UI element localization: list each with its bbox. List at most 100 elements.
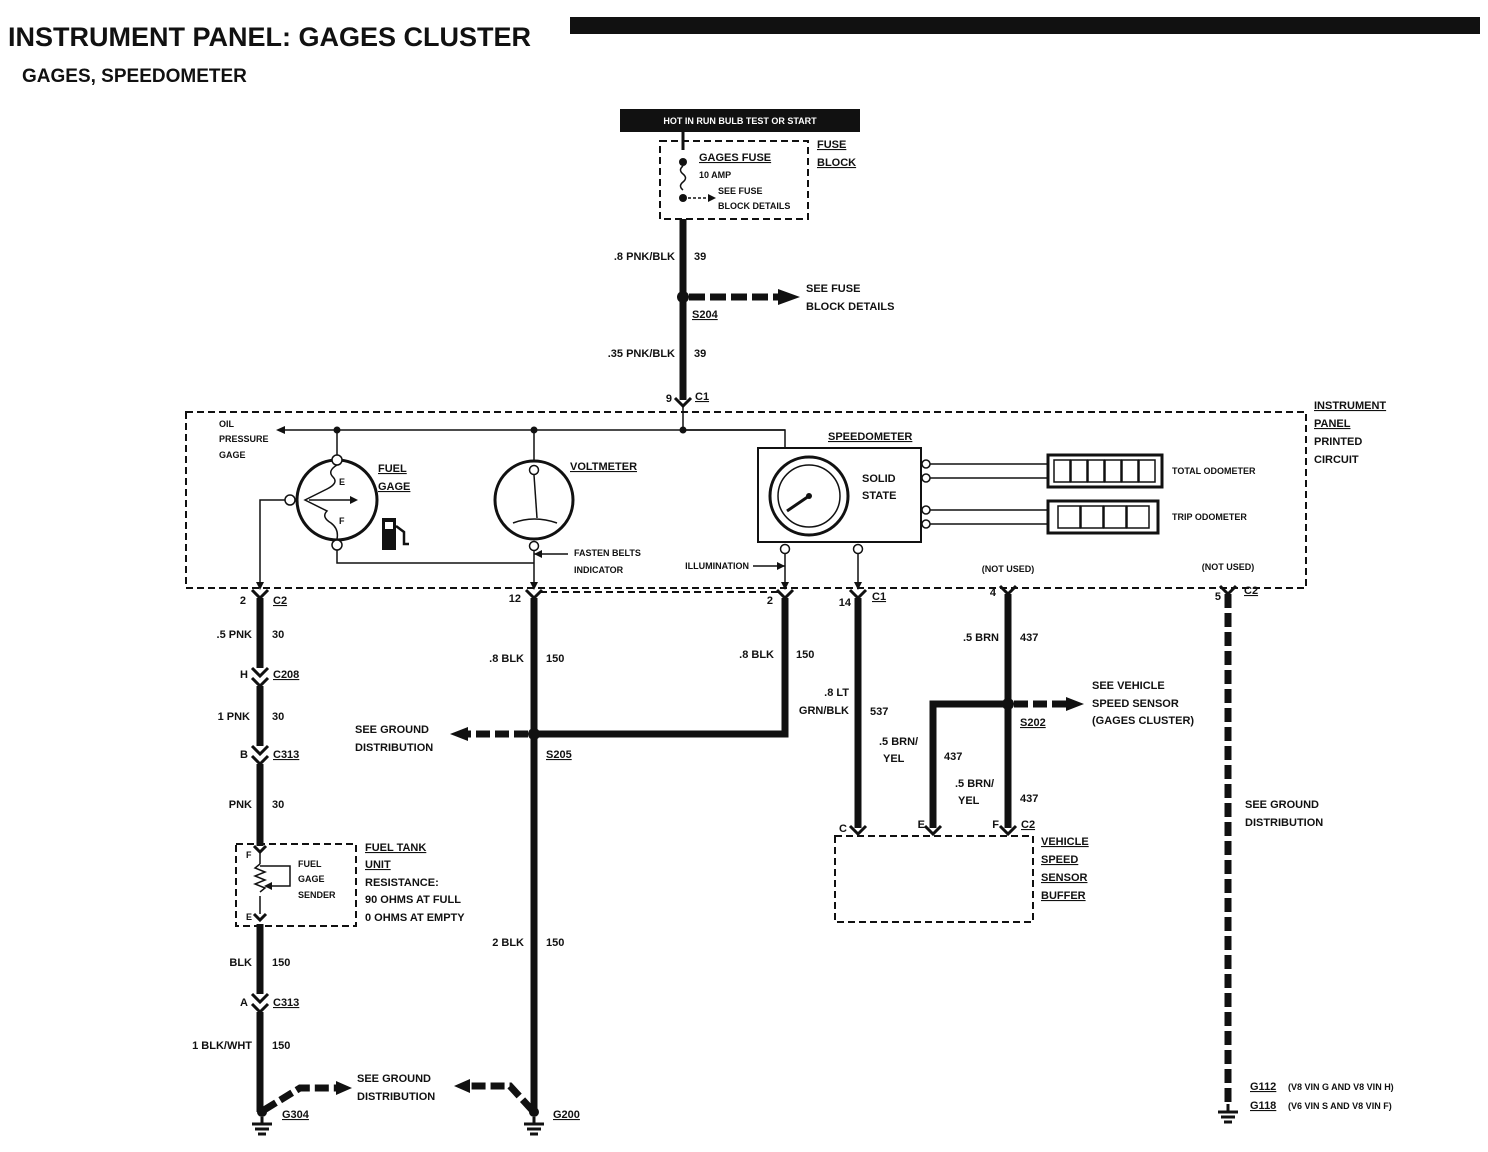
- wire-label-w2: .35 PNK/BLK: [608, 348, 675, 360]
- vssb-pin-f: F: [992, 819, 999, 831]
- vssb-label-2: SPEED: [1041, 854, 1078, 866]
- circ-30b: 30: [272, 711, 284, 723]
- connector-pin5: [1218, 584, 1238, 597]
- fuse-node-top: [679, 158, 687, 166]
- see-vss-2: SPEED SENSOR: [1092, 698, 1179, 710]
- circ-437a: 437: [1020, 632, 1038, 644]
- a-pin: A: [240, 997, 248, 1009]
- speedo-needle: [786, 494, 810, 513]
- see-gnd-c1: SEE GROUND: [1245, 799, 1319, 811]
- see-vss-3: (GAGES CLUSTER): [1092, 715, 1194, 727]
- ground-dist-a: [262, 1084, 336, 1113]
- connector-pin14: [848, 588, 868, 601]
- vssb-conn: C2: [1021, 819, 1035, 831]
- see-gnd-c2: DISTRIBUTION: [1245, 817, 1323, 829]
- oil-arrow: [276, 426, 285, 434]
- pin12-label: 12: [509, 593, 521, 605]
- see-gnd-a2: DISTRIBUTION: [357, 1091, 435, 1103]
- vssb-label-1: VEHICLE: [1041, 836, 1089, 848]
- volt-term-bottom: [528, 540, 540, 552]
- trip-odometer-connection: [921, 505, 1048, 529]
- h-pin: H: [240, 669, 248, 681]
- speedo-illum-term: [779, 543, 791, 555]
- sender-label-2: GAGE: [298, 874, 325, 884]
- pin4-label: 4: [990, 587, 997, 599]
- fuel-tank-unit-box: [235, 843, 357, 927]
- ground-dist-b-arrow: [450, 727, 468, 741]
- s202-label: S202: [1020, 717, 1046, 729]
- fuel-label-2: GAGE: [378, 481, 410, 493]
- fuel-ground-line: [336, 550, 534, 564]
- fuel-sender-arrow: [256, 582, 264, 590]
- ground-symbol-g200: [524, 1117, 544, 1136]
- g118-note: (V6 VIN S AND V8 VIN F): [1288, 1101, 1392, 1111]
- speedo-feed: [683, 429, 786, 448]
- c1b-label: C1: [872, 591, 886, 603]
- ip-label-3: PRINTED: [1314, 436, 1362, 448]
- total-odometer-box: [1046, 453, 1164, 489]
- speedo-signal-arrow: [854, 582, 862, 590]
- fasten-belts-arrow: [534, 550, 542, 558]
- pin2b-label: 2: [767, 595, 773, 607]
- volt-term-top: [528, 464, 540, 476]
- hot-label-box: [620, 109, 860, 132]
- ground-dist-a-arrow: [336, 1081, 352, 1095]
- speedo-dial: [768, 455, 850, 537]
- fuel-sender-feed: [259, 499, 285, 582]
- s204-label: S204: [692, 309, 719, 321]
- tank-label-3: RESISTANCE:: [365, 877, 439, 889]
- speedo-dial-inner: [777, 464, 841, 528]
- speedo-hub: [806, 493, 812, 499]
- c313b-label: C313: [273, 997, 299, 1009]
- c313a-label: C313: [273, 749, 299, 761]
- circ-150b: 150: [272, 1040, 290, 1052]
- wire-pnk1: 1 PNK: [218, 711, 250, 723]
- tank-label-1: FUEL TANK: [365, 842, 426, 854]
- connector-c313-top: [250, 744, 270, 767]
- c2r-label: C2: [1244, 585, 1258, 597]
- ip-label-4: CIRCUIT: [1314, 454, 1359, 466]
- connector-pin4: [998, 584, 1018, 597]
- vssb-box: [834, 835, 1034, 923]
- wire-pnk5: .5 PNK: [217, 629, 253, 641]
- fuel-term-left: [284, 494, 296, 506]
- c1-label: C1: [695, 391, 709, 403]
- vssb-label-3: SENSOR: [1041, 872, 1088, 884]
- vssb-connector: [848, 824, 1018, 837]
- wire-pnk: PNK: [229, 799, 252, 811]
- c208-label: C208: [273, 669, 299, 681]
- circ-537: 537: [870, 706, 888, 718]
- sender-pin-e-mark: [252, 912, 268, 923]
- see-vss-1: SEE VEHICLE: [1092, 680, 1165, 692]
- wire-blkwht: 1 BLK/WHT: [192, 1040, 252, 1052]
- connector-c208: [250, 666, 270, 689]
- circ-437b: 437: [944, 751, 962, 763]
- trip-odometer-label: TRIP ODOMETER: [1172, 512, 1247, 522]
- fuel-coil: [303, 464, 339, 540]
- ground-dist-c-arrow: [454, 1079, 470, 1093]
- fasten-1: FASTEN BELTS: [574, 548, 641, 558]
- g118-label: G118: [1250, 1100, 1276, 1112]
- g112-note: (V8 VIN G AND V8 VIN H): [1288, 1082, 1394, 1092]
- ground-dist-c: [470, 1082, 535, 1113]
- not-used-b: (NOT USED): [1202, 562, 1255, 572]
- wire-5brn: .5 BRN: [963, 632, 999, 644]
- printed-circuit-box: [185, 411, 1307, 589]
- volt-scale: [512, 518, 558, 524]
- wire-150-illum: [534, 598, 789, 738]
- vssb-pin-c: C: [839, 823, 847, 835]
- wire-8blk-b: .8 BLK: [739, 649, 774, 661]
- total-odometer-label: TOTAL ODOMETER: [1172, 466, 1256, 476]
- fuel-e: E: [339, 477, 345, 487]
- vssb-label-4: BUFFER: [1041, 890, 1086, 902]
- solid-2: STATE: [862, 490, 896, 502]
- see-gnd-a1: SEE GROUND: [357, 1073, 431, 1085]
- fasten-2: INDICATOR: [574, 565, 624, 575]
- trip-odometer-digits: [1057, 505, 1150, 529]
- ip-label-2: PANEL: [1314, 418, 1351, 430]
- fuel-term-top: [331, 454, 343, 466]
- illum-arrow: [777, 562, 785, 570]
- speedo-signal-term: [852, 543, 864, 555]
- connector-pin2b: [775, 588, 795, 601]
